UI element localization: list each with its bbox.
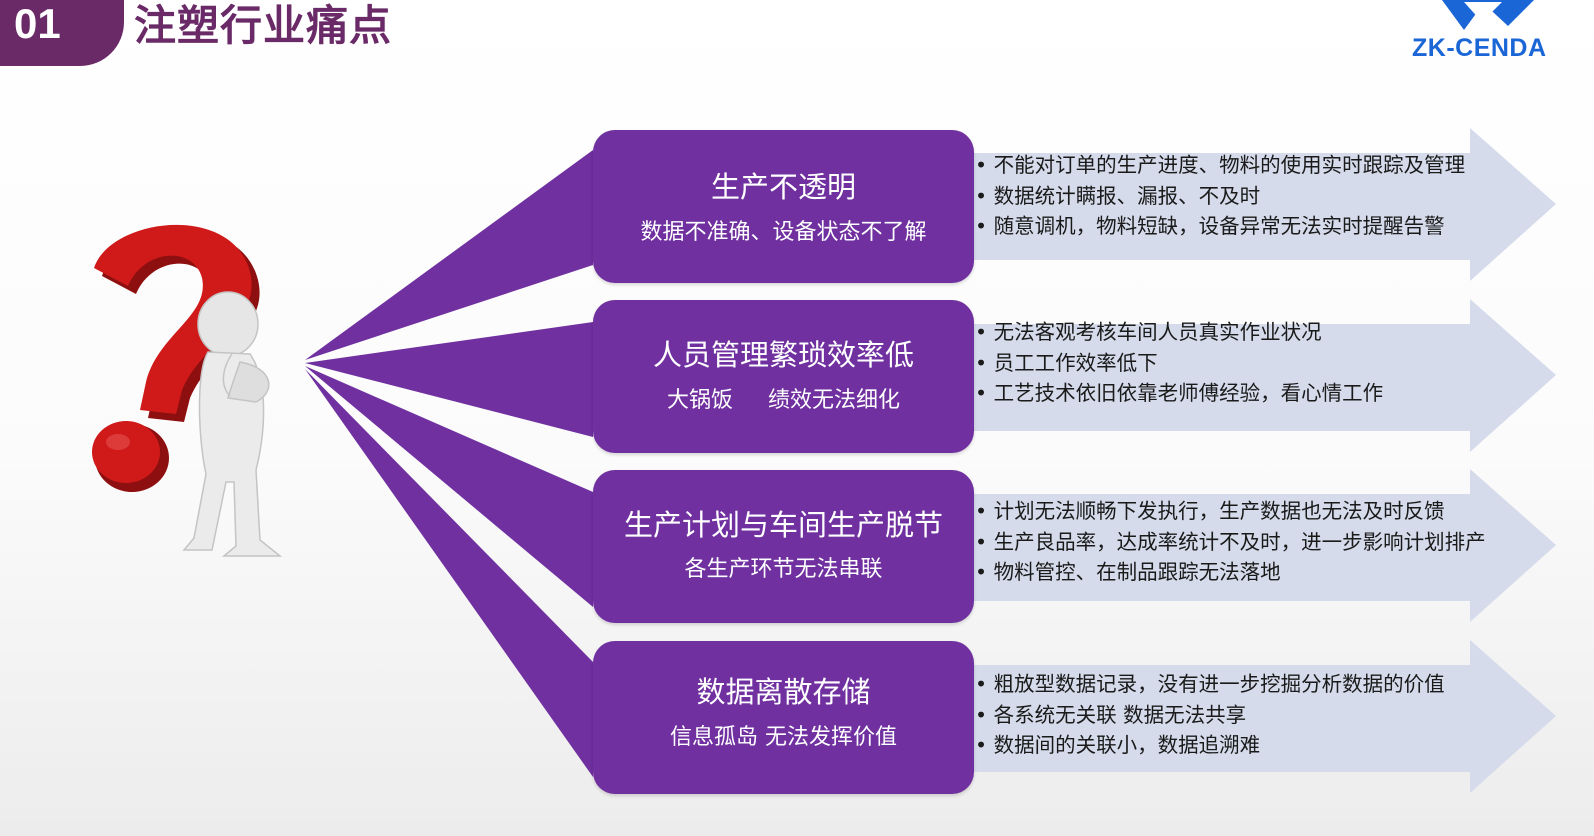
detail-item: 员工工作效率低下 — [975, 348, 1383, 379]
pain-point-title: 生产不透明 — [710, 170, 856, 204]
pain-point-title: 人员管理繁琐效率低 — [652, 338, 914, 372]
pain-point-subtitle: 信息孤岛 无法发挥价值 — [670, 725, 897, 750]
pain-point-title: 生产计划与车间生产脱节 — [623, 508, 943, 542]
detail-item: 生产良品率，达成率统计不及时，进一步影响计划排产 — [975, 527, 1486, 558]
pain-point-details: 不能对订单的生产进度、物料的使用实时跟踪及管理 数据统计瞒报、漏报、不及时 随意… — [975, 150, 1466, 242]
question-mark-person-icon — [92, 224, 283, 557]
pain-point-subtitle: 数据不准确、设备状态不了解 — [640, 220, 927, 245]
connector-ray-1 — [305, 150, 593, 360]
detail-item: 数据统计瞒报、漏报、不及时 — [975, 181, 1465, 212]
pain-point-subtitle: 各生产环节无法串联 — [684, 557, 883, 582]
pain-point-card: 数据离散存储 信息孤岛 无法发挥价值 — [593, 641, 974, 794]
pain-point-details: 粗放型数据记录，没有进一步挖掘分析数据的价值 各系统无关联 数据无法共享 数据间… — [975, 669, 1445, 761]
detail-item: 随意调机，物料短缺，设备异常无法实时提醒告警 — [975, 211, 1465, 242]
detail-item: 工艺技术依旧依靠老师傅经验，看心情工作 — [975, 378, 1384, 409]
detail-item: 计划无法顺畅下发执行，生产数据也无法及时反馈 — [975, 496, 1486, 527]
pain-point-card: 生产不透明 数据不准确、设备状态不了解 — [593, 130, 974, 283]
pain-point-card: 生产计划与车间生产脱节 各生产环节无法串联 — [593, 470, 974, 623]
connector-ray-4 — [305, 369, 593, 777]
logo-mark-icon — [1442, 0, 1534, 30]
pain-point-title: 数据离散存储 — [696, 675, 871, 709]
detail-item: 不能对订单的生产进度、物料的使用实时跟踪及管理 — [975, 150, 1466, 181]
detail-item: 粗放型数据记录，没有进一步挖掘分析数据的价值 — [975, 669, 1445, 700]
pain-point-card: 人员管理繁琐效率低 大锅饭 绩效无法细化 — [593, 300, 974, 453]
logo-text: ZK-CENDA — [1412, 34, 1547, 62]
connector-ray-3 — [305, 366, 593, 607]
detail-item: 各系统无关联 数据无法共享 — [975, 700, 1445, 731]
detail-item: 无法客观考核车间人员真实作业状况 — [975, 317, 1383, 348]
section-number: 01 — [14, 0, 61, 47]
section-number-tab: 01 — [0, 0, 124, 66]
pain-point-subtitle: 大锅饭 绩效无法细化 — [667, 388, 900, 413]
pain-point-details: 无法客观考核车间人员真实作业状况 员工工作效率低下 工艺技术依旧依靠老师傅经验，… — [975, 317, 1384, 409]
page-title: 注塑行业痛点 — [134, 1, 393, 50]
detail-item: 物料管控、在制品跟踪无法落地 — [975, 557, 1486, 588]
detail-item: 数据间的关联小，数据追溯难 — [975, 730, 1445, 761]
company-logo: ZK-CENDA — [1412, 0, 1572, 66]
connector-ray-2 — [305, 322, 593, 437]
pain-point-details: 计划无法顺畅下发执行，生产数据也无法及时反馈 生产良品率，达成率统计不及时，进一… — [975, 496, 1486, 588]
